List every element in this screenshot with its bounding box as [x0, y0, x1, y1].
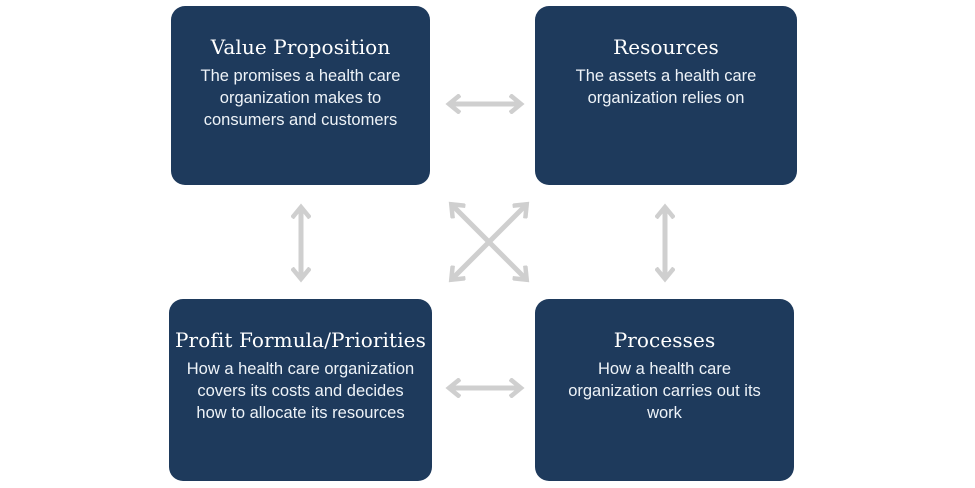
resources-title: Resources: [613, 35, 719, 59]
resources-box: Resources The assets a health care organ…: [535, 6, 797, 185]
value-proposition-description: The promises a health care organization …: [200, 67, 401, 129]
profit-formula-box: Profit Formula/Priorities How a health c…: [169, 299, 432, 481]
processes-box: Processes How a health care organization…: [535, 299, 794, 481]
processes-description: How a health care organization carries o…: [568, 360, 761, 422]
profit-formula-title: Profit Formula/Priorities: [175, 328, 426, 352]
arrow-diagonal-resources-profit: [452, 205, 526, 279]
profit-formula-description: How a health care organization covers it…: [186, 360, 415, 422]
processes-title: Processes: [613, 328, 716, 352]
value-proposition-title: Value Proposition: [210, 35, 391, 59]
resources-description: The assets a health care organization re…: [575, 67, 757, 107]
value-proposition-box: Value Proposition The promises a health …: [171, 6, 430, 185]
